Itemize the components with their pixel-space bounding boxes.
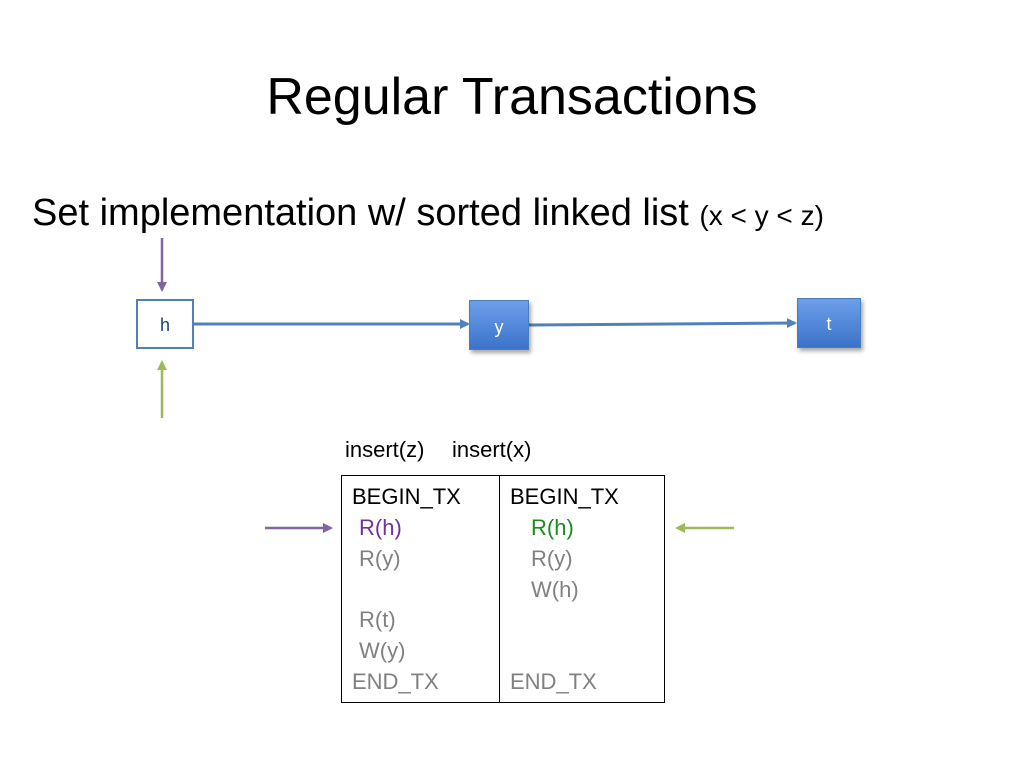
transaction-right-column: BEGIN_TX R(h) R(y) W(h) END_TX <box>500 476 664 702</box>
tx-left-line: W(y) <box>359 638 406 663</box>
operation-right-label: insert(x) <box>452 437 532 462</box>
tx-right-line: BEGIN_TX <box>510 484 619 509</box>
tx-left-line: R(h) <box>359 515 402 540</box>
slide-title: Regular Transactions <box>266 68 758 126</box>
subtitle-main: Set implementation w/ sorted linked list <box>32 192 689 234</box>
tx-left-line: R(y) <box>359 546 401 571</box>
transaction-left-column: BEGIN_TX R(h) R(y) R(t) W(y) END_TX <box>342 476 500 702</box>
tx-left-line: BEGIN_TX <box>352 484 461 509</box>
operation-left-label: insert(z) <box>345 437 425 462</box>
node-h: h <box>136 299 194 349</box>
slide-subtitle: Set implementation w/ sorted linked list… <box>32 190 824 239</box>
tx-right-line: W(h) <box>531 577 579 602</box>
tx-left-line: END_TX <box>352 669 439 694</box>
node-t: t <box>797 298 861 348</box>
tx-left-line: R(t) <box>359 607 396 632</box>
transactions-table: BEGIN_TX R(h) R(y) R(t) W(y) END_TX BEGI… <box>341 475 665 703</box>
tx-right-line: R(y) <box>531 546 573 571</box>
subtitle-note: (x < y < z) <box>699 200 824 231</box>
link-y-to-t-arrow <box>528 318 797 329</box>
tx-right-line: END_TX <box>510 669 597 694</box>
tx-right-line: R(h) <box>531 515 574 540</box>
node-y: y <box>469 300 529 350</box>
